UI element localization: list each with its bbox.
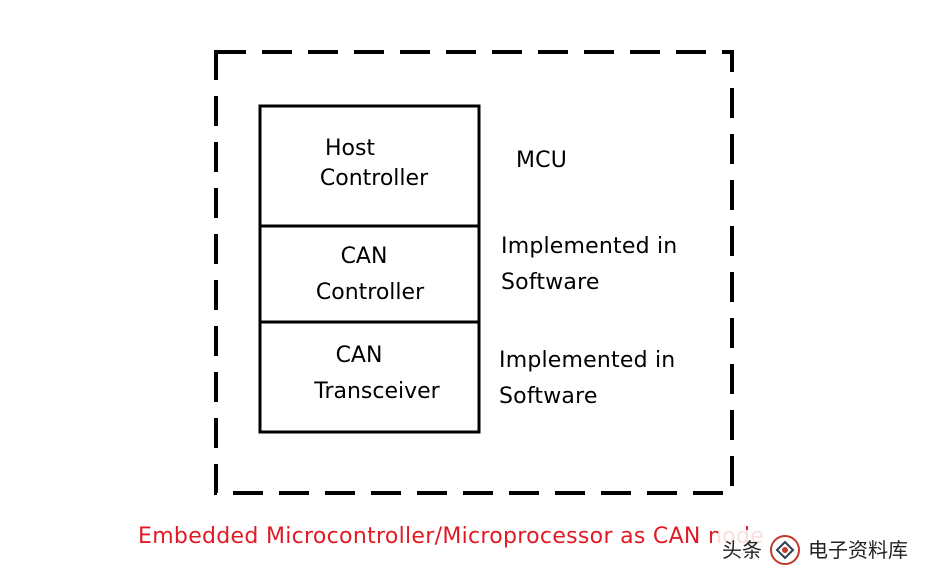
can-controller-block: CAN Controller	[260, 242, 480, 308]
host-controller-block: Host Controller	[260, 134, 480, 194]
can-controller-impl-line-1: Implemented in	[501, 234, 678, 259]
watermark: 头条 电子资料库	[718, 530, 916, 570]
can-transceiver-line-2: Transceiver	[314, 379, 440, 404]
can-controller-impl-line-2: Software	[501, 270, 600, 295]
can-node-boundary	[214, 50, 734, 495]
watermark-text-right: 电子资料库	[808, 538, 908, 562]
diagram-caption: Embedded Microcontroller/Microprocessor …	[138, 524, 765, 549]
can-controller-line-2: Controller	[315, 280, 425, 305]
can-controller-line-1: CAN	[340, 244, 388, 269]
mcu-label-line-1: MCU	[516, 148, 568, 173]
can-transceiver-impl-label: Implemented in Software	[499, 343, 675, 415]
can-transceiver-impl-line-1: Implemented in	[499, 348, 676, 373]
watermark-text-left: 头条	[722, 538, 762, 562]
host-controller-line-1: Host	[324, 136, 376, 161]
mcu-label: MCU	[516, 143, 567, 179]
can-controller-impl-label: Implemented in Software	[501, 229, 677, 301]
can-transceiver-impl-line-2: Software	[499, 384, 598, 409]
can-transceiver-block: CAN Transceiver	[260, 341, 480, 407]
block-stack-outline	[258, 104, 481, 434]
can-transceiver-line-1: CAN	[335, 343, 383, 368]
watermark-logo-icon	[770, 535, 800, 565]
host-controller-line-2: Controller	[319, 166, 429, 191]
